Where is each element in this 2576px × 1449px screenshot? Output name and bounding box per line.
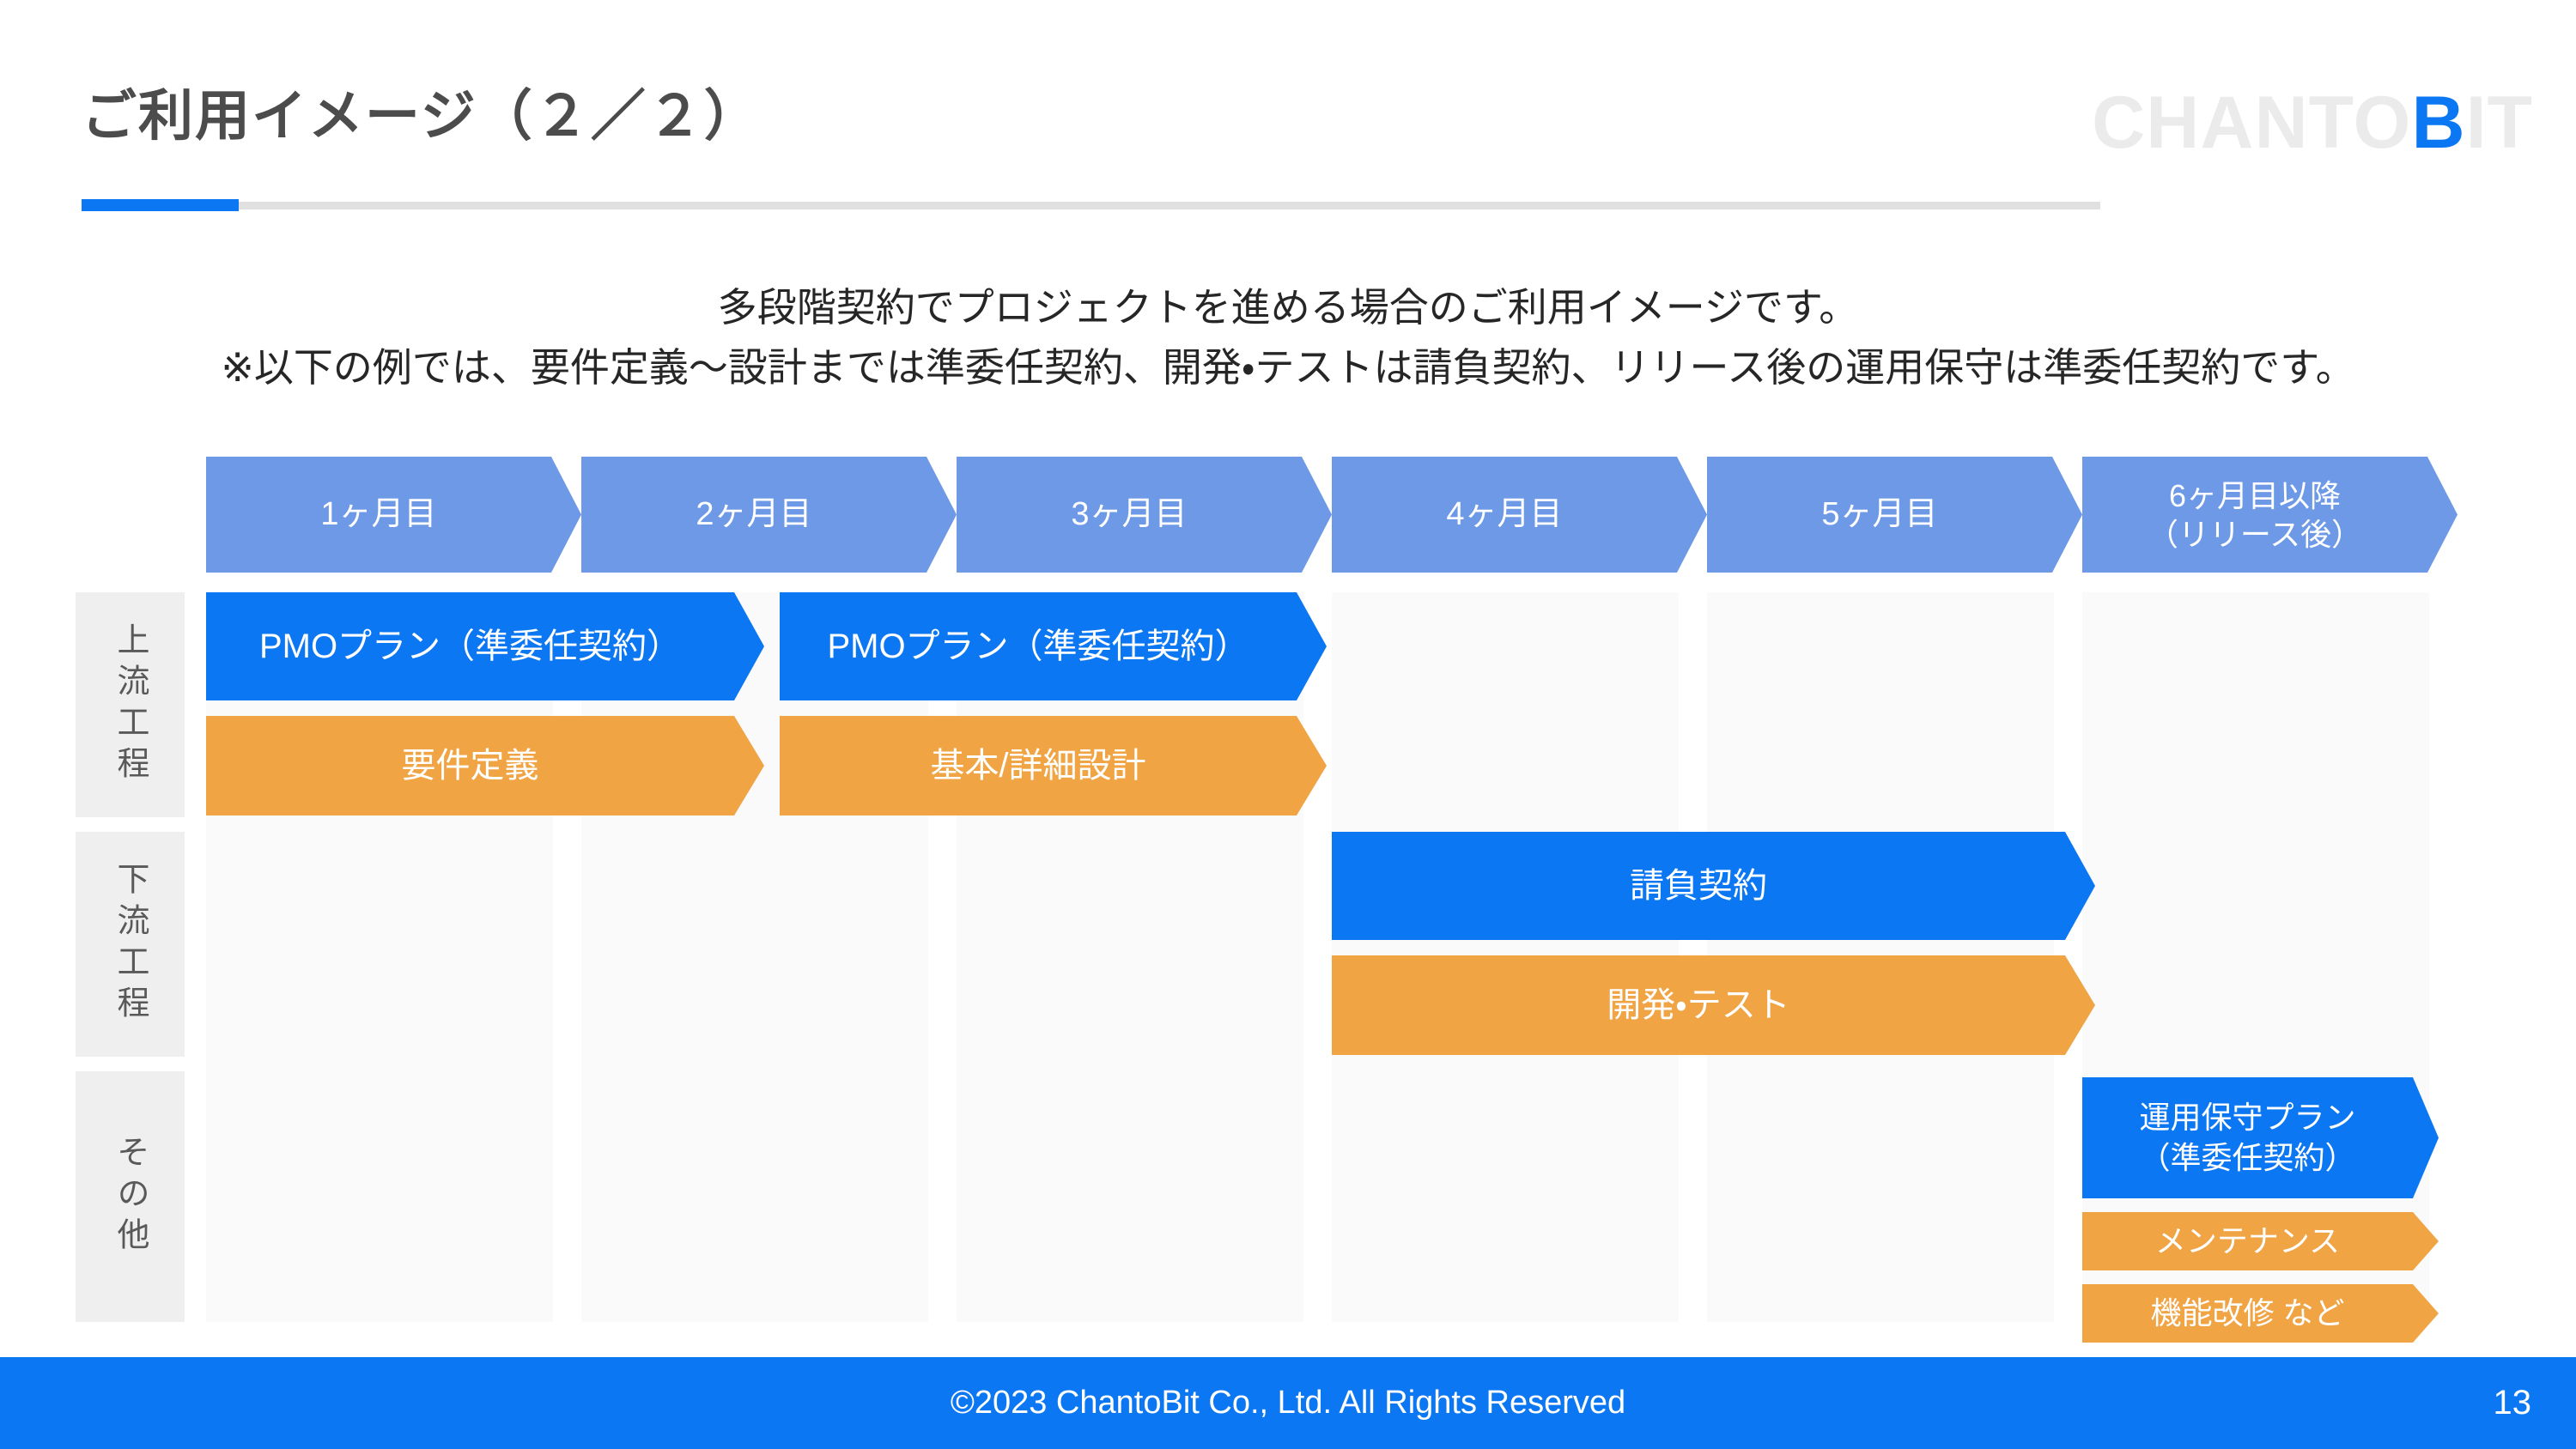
row-label-downstream: 下流工程 (76, 832, 185, 1057)
page-title: ご利用イメージ（２／２） (82, 85, 761, 147)
bar-pmo-plan-1: PMOプラン（準委任契約） (206, 592, 764, 700)
column-strip-month-2 (581, 592, 928, 1322)
column-strip-month-6 (2082, 592, 2429, 1322)
month-header-3: 3ヶ月目 (957, 457, 1332, 573)
bar-maintenance: メンテナンス (2082, 1212, 2439, 1270)
brand-logo: CHANTOBIT (2092, 81, 2533, 166)
month-header-2: 2ヶ月目 (581, 457, 957, 573)
month-header-4: 4ヶ月目 (1332, 457, 1707, 573)
month-header-6: 6ヶ月目以降 （リリース後） (2082, 457, 2458, 573)
bar-ukeoi-contract: 請負契約 (1332, 832, 2095, 940)
row-label-upstream: 上流工程 (76, 592, 185, 817)
intro-text-line2: ※以下の例では、要件定義〜設計までは準委任契約、開発・テストは請負契約、リリース… (221, 345, 2355, 390)
bar-dev-test: 開発・テスト (1332, 955, 2095, 1055)
logo-suffix: IT (2465, 82, 2533, 164)
bar-ops-plan: 運用保守プラン （準委任契約） (2082, 1077, 2439, 1198)
column-strip-month-3 (957, 592, 1303, 1322)
footer-page-number: 13 (2493, 1384, 2532, 1422)
bar-improvements: 機能改修 など (2082, 1284, 2439, 1343)
bar-requirements: 要件定義 (206, 716, 764, 815)
intro-text-line1: 多段階契約でプロジェクトを進める場合のご利用イメージです。 (717, 285, 1859, 330)
logo-prefix: CHANTO (2092, 82, 2412, 164)
column-strip-month-1 (206, 592, 553, 1322)
month-header-5: 5ヶ月目 (1707, 457, 2082, 573)
footer-copyright: ©2023 ChantoBit Co., Ltd. All Rights Res… (950, 1385, 1626, 1421)
logo-accent: B (2411, 82, 2466, 164)
footer-bar: ©2023 ChantoBit Co., Ltd. All Rights Res… (0, 1357, 2576, 1449)
bar-pmo-plan-2: PMOプラン（準委任契約） (780, 592, 1327, 700)
title-underline-accent (82, 199, 239, 211)
title-underline (239, 202, 2100, 209)
month-header-1: 1ヶ月目 (206, 457, 581, 573)
bar-basic-detail-design: 基本/詳細設計 (780, 716, 1327, 815)
row-label-other: その他 (76, 1071, 185, 1322)
